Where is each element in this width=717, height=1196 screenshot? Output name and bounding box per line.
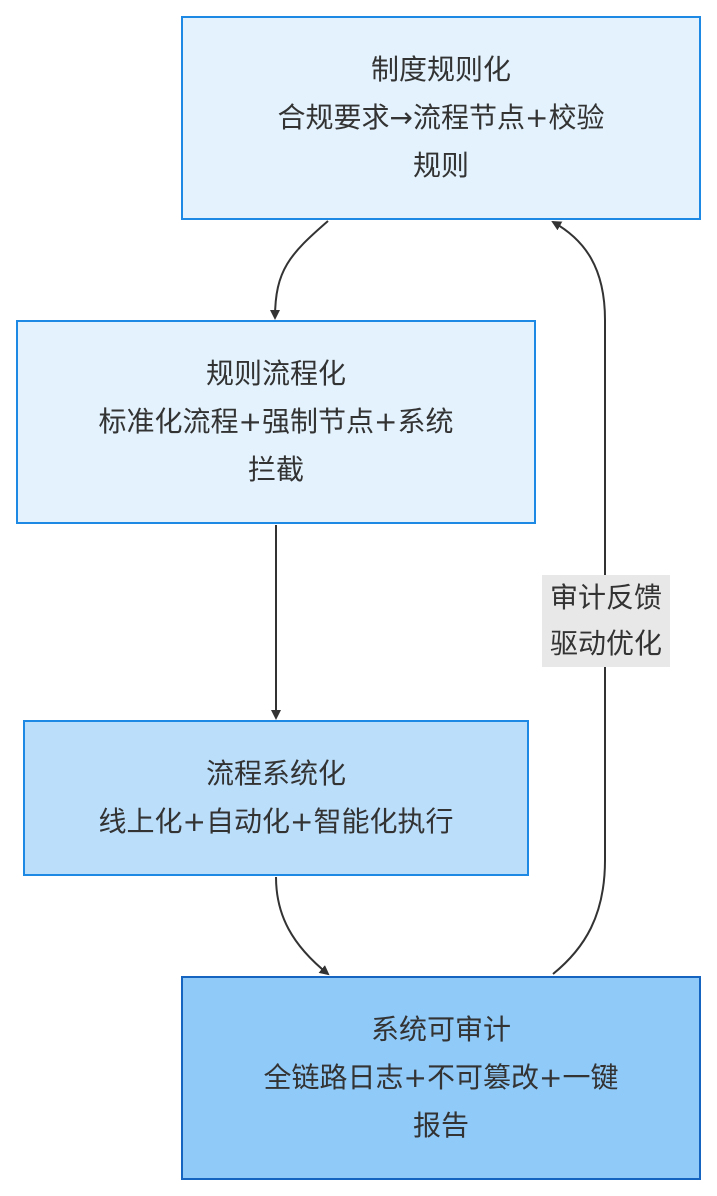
node-system-auditable: 系统可审计 全链路日志+不可篡改+一键 报告: [181, 976, 701, 1180]
node-process-systemization: 流程系统化 线上化+自动化+智能化执行: [23, 720, 529, 876]
node-detail-cont: 报告: [412, 1109, 469, 1142]
node-detail: 线上化+自动化+智能化执行: [98, 805, 454, 838]
node-title: 规则流程化: [205, 357, 346, 390]
node-rules-formalization: 制度规则化 合规要求→流程节点+校验 规则: [181, 16, 701, 220]
edge-n3-to-n4: [275, 876, 330, 976]
edge-label-line: 驱动优化: [549, 627, 662, 660]
node-detail-cont: 规则: [412, 149, 469, 182]
node-title: 系统可审计: [370, 1013, 511, 1046]
node-detail: 全链路日志+不可篡改+一键: [263, 1061, 619, 1094]
node-detail: 标准化流程+强制节点+系统: [98, 405, 454, 438]
node-detail: 合规要求→流程节点+校验: [277, 101, 605, 134]
node-detail-cont: 拦截: [247, 453, 304, 486]
node-rules-to-process: 规则流程化 标准化流程+强制节点+系统 拦截: [16, 320, 536, 524]
edge-n1-to-n2: [270, 220, 329, 320]
node-title: 制度规则化: [370, 53, 511, 86]
feedback-edge-label: 审计反馈 驱动优化: [542, 575, 670, 667]
edge-label-line: 审计反馈: [549, 581, 662, 614]
node-title: 流程系统化: [205, 757, 346, 790]
